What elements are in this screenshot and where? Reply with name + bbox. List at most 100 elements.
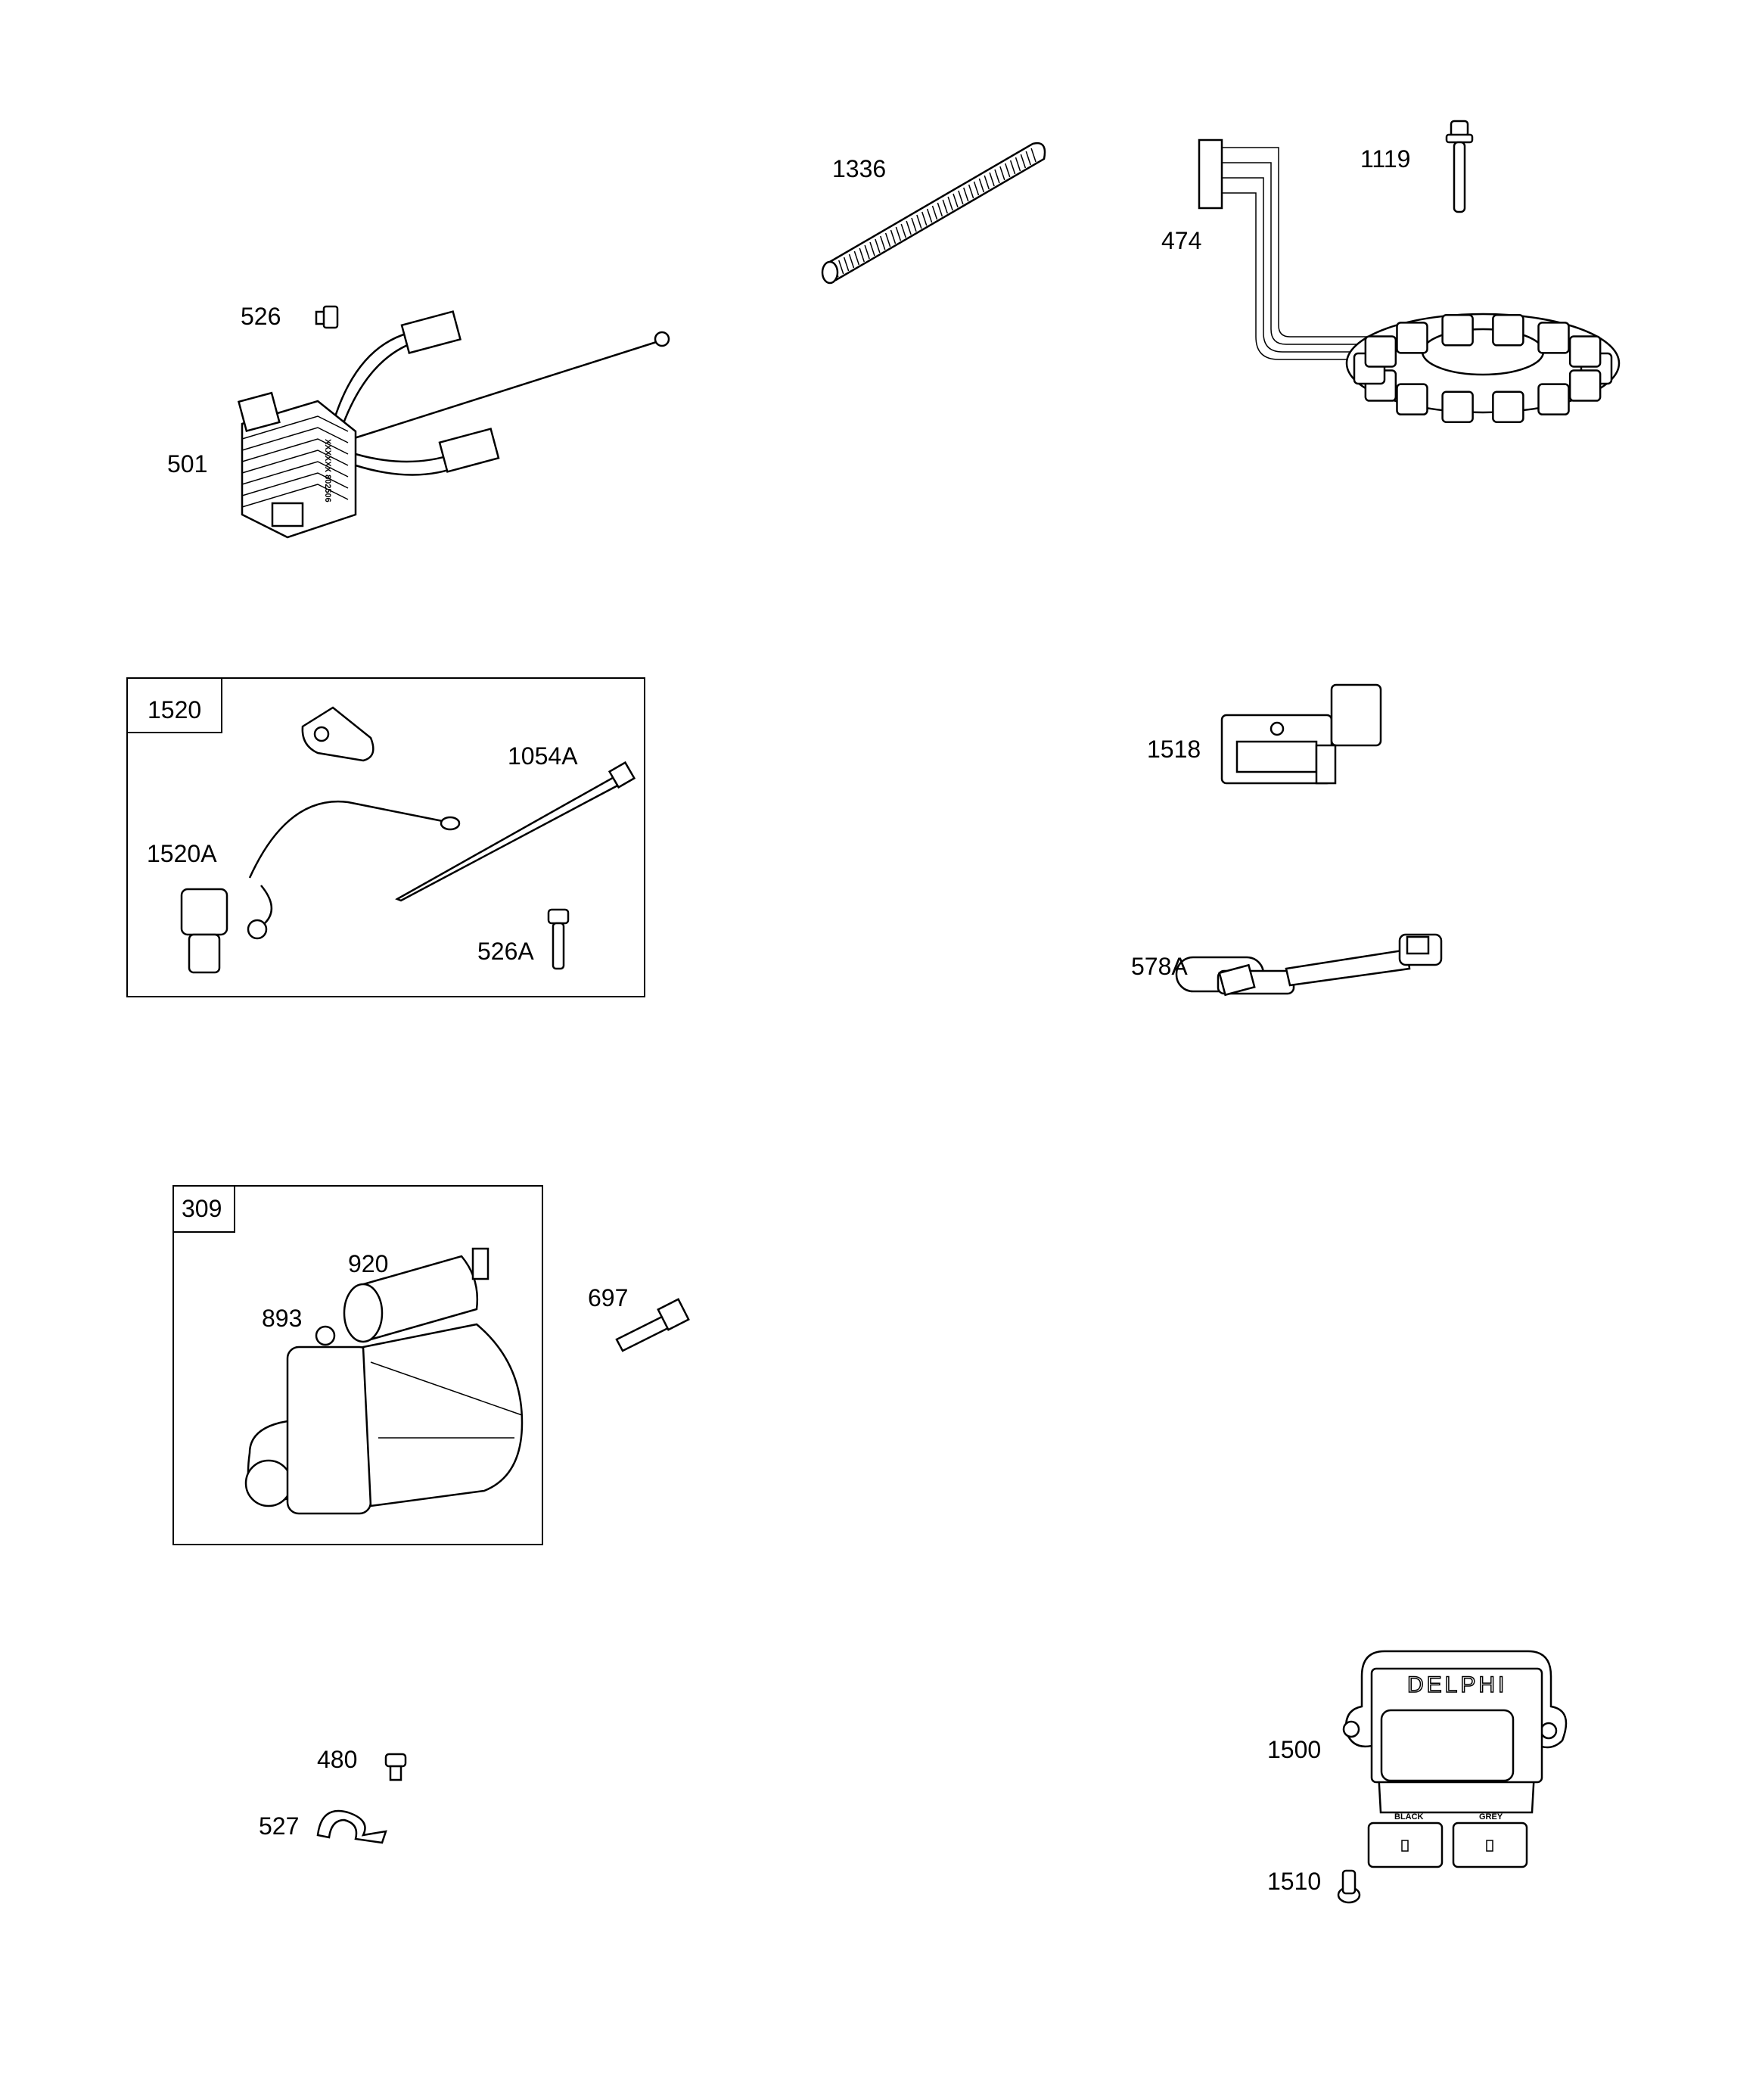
part-1119-screw[interactable] xyxy=(1445,120,1474,213)
part-309-starter-motor[interactable] xyxy=(244,1247,524,1515)
conduit-rib xyxy=(853,250,860,266)
label-1518: 1518 xyxy=(1147,736,1201,763)
label-480: 480 xyxy=(317,1746,357,1773)
regulator-code: XXXXXX 802506 xyxy=(323,439,332,502)
conduit-rib xyxy=(968,184,974,199)
stator-pole xyxy=(1537,322,1570,354)
heatsink-fin xyxy=(241,438,349,462)
label-920: 920 xyxy=(348,1250,388,1277)
part-1520A-sensor-lead[interactable] xyxy=(180,800,461,974)
part-1510-screw[interactable] xyxy=(1337,1869,1361,1904)
stator-pole xyxy=(1492,314,1524,347)
part-501-regulator[interactable]: XXXXXX 802506 xyxy=(237,310,670,539)
module-brand-logo: DELPHI xyxy=(1407,1672,1507,1697)
part-526-screw[interactable] xyxy=(315,305,339,329)
conduit-rib xyxy=(1009,160,1016,175)
conduit-rib xyxy=(984,175,990,190)
conduit-rib xyxy=(906,220,912,235)
conduit-rib xyxy=(843,257,850,272)
conduit-rib xyxy=(989,172,995,187)
part-1500-delphi-module[interactable]: DELPHI BLACK GREY xyxy=(1342,1650,1568,1868)
conduit-rib xyxy=(937,202,943,217)
conduit-rib xyxy=(963,187,969,202)
label-578A: 578A xyxy=(1131,953,1188,980)
part-1054A-cable-tie[interactable] xyxy=(395,761,636,902)
kit-309-box xyxy=(172,1185,543,1545)
conduit-rib xyxy=(864,244,870,260)
connector-black xyxy=(1367,1822,1444,1868)
label-526A: 526A xyxy=(477,938,534,965)
conduit-rib xyxy=(895,226,902,241)
conduit-rib xyxy=(958,190,964,205)
conduit-rib xyxy=(1015,157,1021,172)
connector-label-black: BLACK xyxy=(1394,1812,1424,1822)
stator-pole xyxy=(1396,383,1428,415)
conduit-rib xyxy=(953,193,959,208)
stator-pole xyxy=(1364,335,1397,368)
label-1336: 1336 xyxy=(832,155,886,182)
part-474-stator[interactable] xyxy=(1198,138,1621,423)
conduit-rib xyxy=(890,229,897,244)
label-1500: 1500 xyxy=(1267,1736,1321,1763)
conduit-rib xyxy=(931,205,938,220)
conduit-rib xyxy=(875,238,881,254)
conduit-rib xyxy=(994,169,1000,184)
conduit-rib xyxy=(880,235,886,250)
heatsink-fin xyxy=(241,450,349,474)
label-1119: 1119 xyxy=(1360,145,1410,173)
conduit-rib xyxy=(869,241,875,257)
part-1518-display[interactable] xyxy=(1220,683,1382,785)
heatsink-fin xyxy=(241,472,349,496)
kit-1520-box xyxy=(126,677,645,997)
stator-pole xyxy=(1568,369,1602,402)
stator-pole xyxy=(1441,314,1474,347)
part-526A-screw[interactable] xyxy=(547,908,570,970)
conduit-rib xyxy=(942,199,948,214)
part-697-bolt[interactable] xyxy=(615,1298,690,1352)
stator-pole xyxy=(1568,335,1602,368)
conduit-rib xyxy=(926,208,933,223)
heatsink-fin xyxy=(241,427,349,451)
label-893: 893 xyxy=(262,1305,302,1332)
part-578A-harness[interactable] xyxy=(1175,933,1443,997)
stator-pole xyxy=(1537,383,1570,415)
conduit-rib xyxy=(859,247,865,263)
conduit-rib xyxy=(916,214,922,229)
label-697: 697 xyxy=(588,1284,628,1311)
label-526: 526 xyxy=(241,303,281,330)
heatsink-fin xyxy=(241,484,349,508)
heatsink-fin xyxy=(241,461,349,485)
stator-pole xyxy=(1492,390,1524,423)
label-1520A: 1520A xyxy=(147,840,217,867)
conduit-rib xyxy=(973,181,980,196)
conduit-rib xyxy=(911,217,917,232)
conduit-rib xyxy=(1030,148,1036,163)
connector-label-grey: GREY xyxy=(1479,1812,1503,1822)
conduit-rib xyxy=(900,223,906,238)
conduit-rib xyxy=(947,196,953,211)
connector-grey xyxy=(1452,1822,1528,1868)
heatsink-fin xyxy=(241,415,349,440)
stator-pole xyxy=(1396,322,1428,354)
part-clip[interactable] xyxy=(301,706,374,762)
part-480-screw[interactable] xyxy=(384,1753,407,1781)
label-1520: 1520 xyxy=(148,696,201,723)
label-309: 309 xyxy=(182,1195,222,1222)
label-1054A: 1054A xyxy=(508,742,578,770)
conduit-rib xyxy=(884,232,891,247)
label-527: 527 xyxy=(259,1812,299,1840)
label-501: 501 xyxy=(167,450,207,478)
part-1336-conduit[interactable] xyxy=(821,142,1046,285)
conduit-rib xyxy=(1005,163,1011,178)
part-527-clamp[interactable] xyxy=(316,1809,387,1844)
stator-pole xyxy=(1441,390,1474,423)
conduit-rib xyxy=(921,211,928,226)
conduit-rib xyxy=(838,260,844,275)
label-474: 474 xyxy=(1161,227,1201,254)
conduit-rib xyxy=(848,254,855,269)
conduit-rib xyxy=(1020,154,1027,169)
label-1510: 1510 xyxy=(1267,1868,1321,1895)
conduit-rib xyxy=(1025,151,1031,166)
conduit-rib xyxy=(999,166,1005,181)
